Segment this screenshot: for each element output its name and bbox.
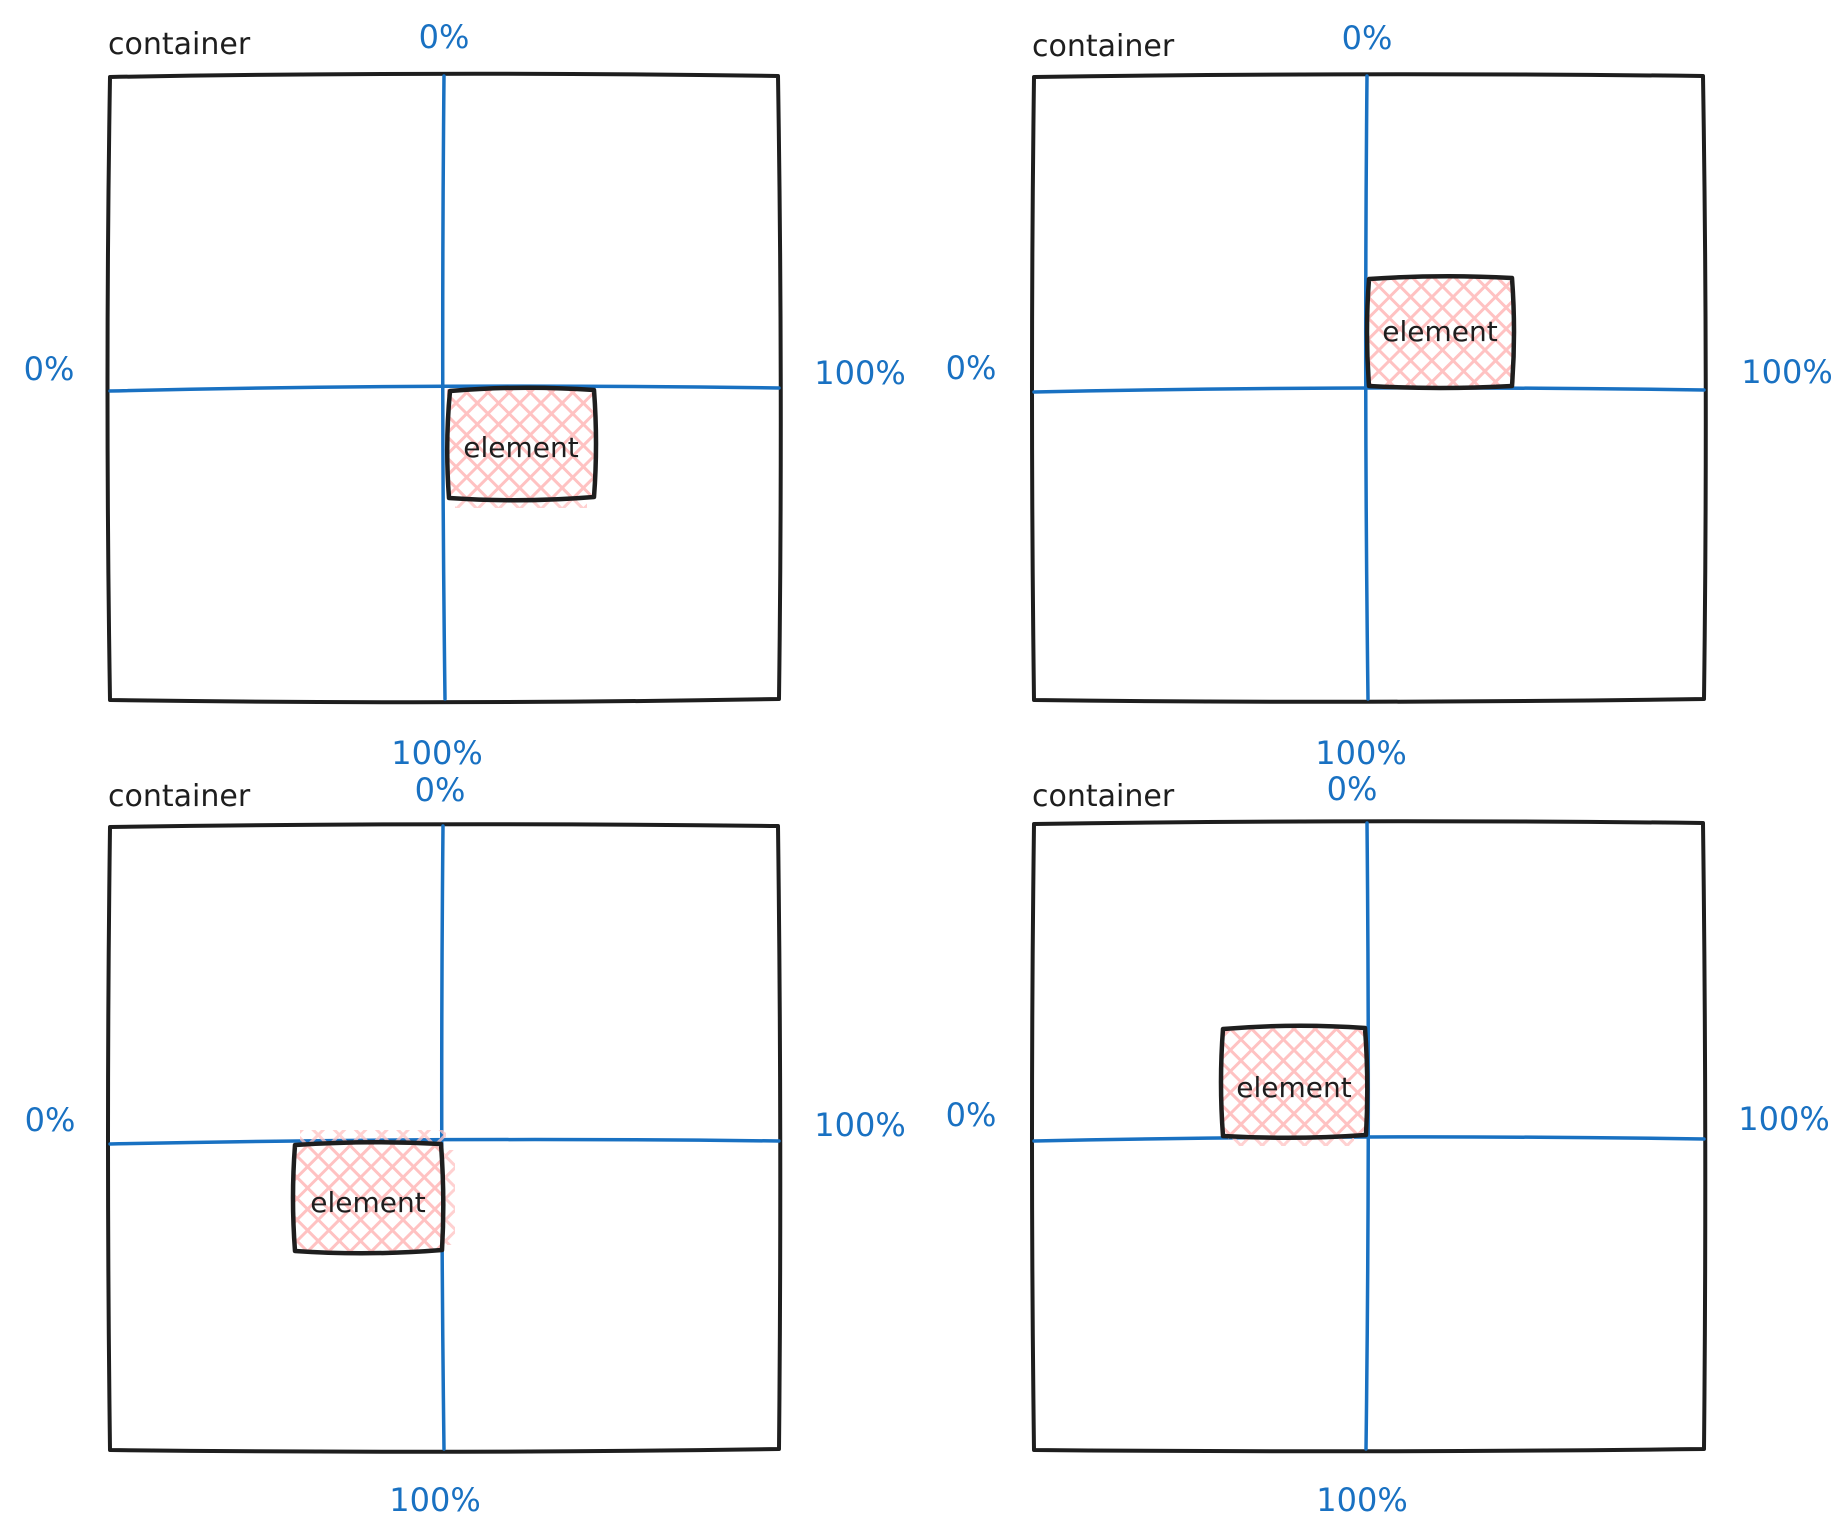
element-hatch-spill-top <box>300 1130 446 1143</box>
center-vertical-line <box>440 74 447 701</box>
top-percent-label: 0% <box>415 771 466 809</box>
diagram-top-right: container 0% 0% 100% 100% element <box>946 19 1833 772</box>
center-horizontal-line <box>108 384 781 393</box>
container-label: container <box>108 779 251 814</box>
element-hatch <box>447 389 595 498</box>
right-percent-label: 100% <box>814 354 905 392</box>
diagram-bottom-right: container 0% 0% 100% 100% element <box>946 770 1830 1519</box>
bottom-percent-label: 100% <box>389 1481 480 1519</box>
right-percent-label: 100% <box>814 1106 905 1144</box>
element-hatch-spill <box>1228 1135 1354 1146</box>
element-label: element <box>310 1186 425 1219</box>
container-label: container <box>1032 29 1175 64</box>
top-percent-label: 0% <box>419 18 470 56</box>
element-box <box>290 1139 446 1256</box>
center-horizontal-line <box>1032 386 1706 394</box>
container-label: container <box>108 27 251 62</box>
container-box <box>105 71 783 705</box>
container-box <box>1030 72 1708 704</box>
container-box <box>1030 819 1708 1454</box>
container-label: container <box>1032 779 1175 814</box>
element-hatch <box>1221 1027 1367 1137</box>
right-percent-label: 100% <box>1741 353 1832 391</box>
element-label: element <box>1236 1071 1351 1104</box>
element-hatch <box>1367 277 1513 387</box>
diagram-bottom-left: container 0% 0% 100% 100% element <box>25 771 906 1519</box>
left-percent-label: 0% <box>24 350 75 388</box>
element-hatch-spill-right <box>443 1150 455 1245</box>
element-label: element <box>1382 315 1497 348</box>
right-percent-label: 100% <box>1738 1100 1829 1138</box>
diagram-top-left: container 0% 0% 100% 100% element <box>24 18 906 772</box>
bottom-percent-label: 100% <box>1315 734 1406 772</box>
center-horizontal-line <box>1032 1135 1706 1143</box>
container-box <box>106 822 783 1454</box>
element-hatch <box>293 1143 443 1252</box>
left-percent-label: 0% <box>25 1101 76 1139</box>
top-percent-label: 0% <box>1342 19 1393 57</box>
bottom-percent-label: 100% <box>1316 1481 1407 1519</box>
left-percent-label: 0% <box>946 349 997 387</box>
element-box <box>444 385 599 503</box>
element-box <box>1218 1023 1370 1141</box>
element-label: element <box>463 431 578 464</box>
bottom-percent-label: 100% <box>391 734 482 772</box>
top-percent-label: 0% <box>1327 770 1378 808</box>
left-percent-label: 0% <box>946 1096 997 1134</box>
element-box <box>1364 273 1517 391</box>
